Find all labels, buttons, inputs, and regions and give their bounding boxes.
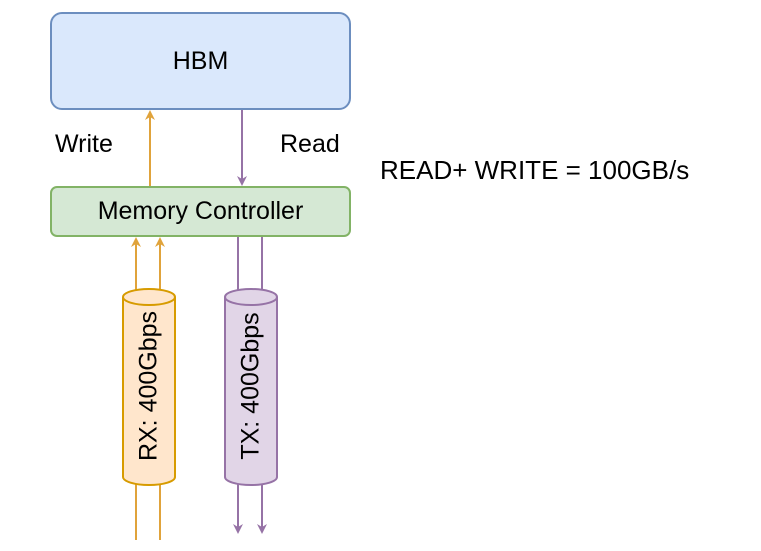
memory-controller-block: Memory Controller: [50, 186, 351, 237]
hbm-block: HBM: [50, 12, 351, 110]
tx-cylinder: [224, 288, 278, 486]
read-label: Read: [280, 130, 340, 158]
hbm-label: HBM: [172, 46, 229, 75]
bandwidth-formula: READ+ WRITE = 100GB/s: [380, 155, 690, 185]
tx-label: TX: 400Gbps: [236, 312, 265, 460]
memory-controller-label: Memory Controller: [97, 197, 304, 225]
rx-label: RX: 400Gbps: [134, 310, 163, 462]
write-label: Write: [55, 130, 113, 158]
rx-cylinder: [122, 288, 176, 486]
